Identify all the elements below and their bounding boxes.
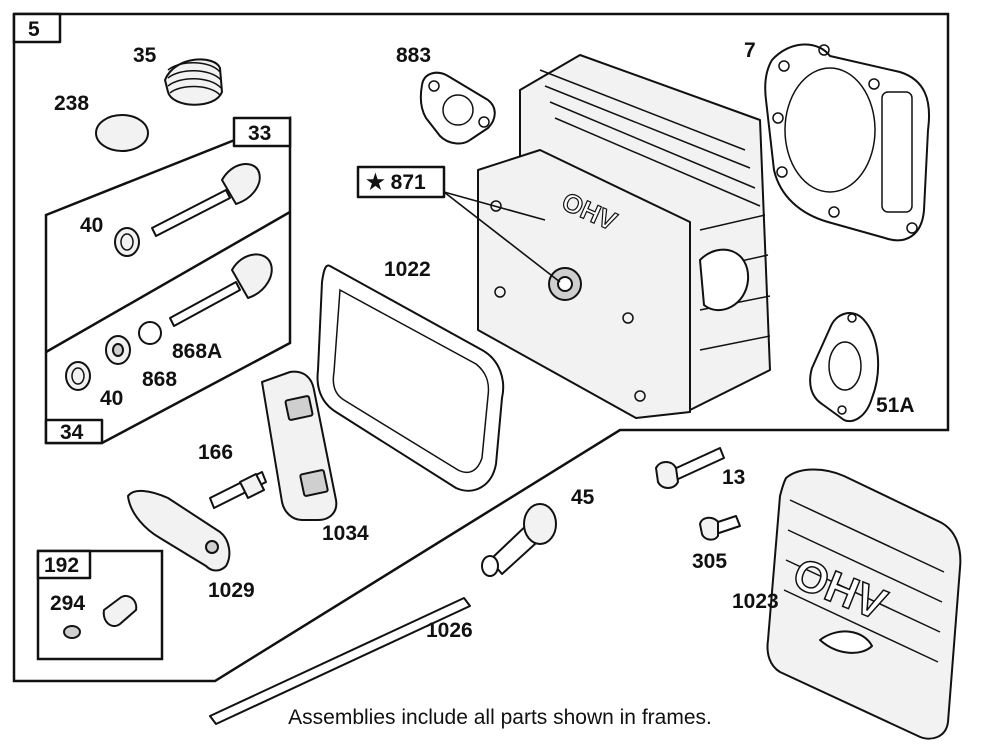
part-label-868A: 868A <box>172 340 222 363</box>
valve-cover-gasket-part <box>316 264 505 492</box>
cylinder-head-part: OHV <box>477 54 771 419</box>
assembly-number: 5 <box>28 18 40 41</box>
valve-frame-divider <box>45 210 291 354</box>
exhaust-valve-part <box>151 163 261 237</box>
intake-gasket-part <box>419 71 496 145</box>
sub-assembly-box-192 <box>36 549 92 580</box>
part-label-294: 294 <box>50 592 85 615</box>
part-label-1034: 1034 <box>322 522 369 545</box>
part-label-1026: 1026 <box>426 619 473 642</box>
part-label-883: 883 <box>396 44 431 67</box>
sub-assembly-box-34 <box>44 418 104 445</box>
part-label-45: 45 <box>571 486 595 509</box>
sub-assembly-label-33: 33 <box>248 122 271 145</box>
rocker-stud-part <box>209 471 267 509</box>
part-label-1022: 1022 <box>384 258 431 281</box>
valve-keeper-294-part <box>63 625 81 639</box>
push-rod-guide-part <box>481 503 557 577</box>
footer-note: Assemblies include all parts shown in fr… <box>288 706 712 729</box>
part-label-13: 13 <box>722 466 745 489</box>
part-label-40-upper: 40 <box>80 214 103 237</box>
sub-assembly-label-34: 34 <box>60 421 84 444</box>
intake-valve-part <box>169 253 273 327</box>
callout-box-871 <box>356 165 446 199</box>
part-label-238: 238 <box>54 92 89 115</box>
leader-871-b <box>443 191 561 283</box>
part-label-166: 166 <box>198 441 233 464</box>
leader-871-a <box>443 191 546 221</box>
valve-keeper-part-upper <box>114 227 140 257</box>
valve-cap-294-part <box>102 594 138 628</box>
part-label-305: 305 <box>692 550 727 573</box>
valve-washer-part <box>138 321 162 345</box>
assembly-number-box <box>12 12 62 44</box>
part-label-871: ★ 871 <box>366 171 426 194</box>
valve-keeper-part-lower <box>65 361 91 391</box>
part-label-51A: 51A <box>876 394 915 417</box>
valve-cover-part: OHV <box>766 468 962 740</box>
rocker-arm-part <box>127 490 231 572</box>
valve-spring-part <box>164 58 223 106</box>
sub-assembly-box-33 <box>232 116 292 148</box>
cover-screw-part <box>699 515 741 541</box>
valve-frame-192 <box>36 549 164 661</box>
part-label-1023: 1023 <box>732 590 779 613</box>
part-label-1029: 1029 <box>208 579 255 602</box>
valve-seal-part <box>105 335 131 365</box>
sub-assembly-label-192: 192 <box>44 554 79 577</box>
head-gasket-part <box>764 43 930 242</box>
breather-plate-part <box>261 370 338 521</box>
assembly-frame-5 <box>12 12 950 683</box>
exhaust-gasket-part <box>809 312 880 423</box>
part-label-868: 868 <box>142 368 177 391</box>
part-label-40-lower: 40 <box>100 387 123 410</box>
valve-cap-part <box>95 114 149 152</box>
part-label-35: 35 <box>133 44 157 67</box>
part-label-7: 7 <box>744 39 756 62</box>
push-rod-part <box>209 597 471 725</box>
head-bolt-part <box>655 447 725 489</box>
